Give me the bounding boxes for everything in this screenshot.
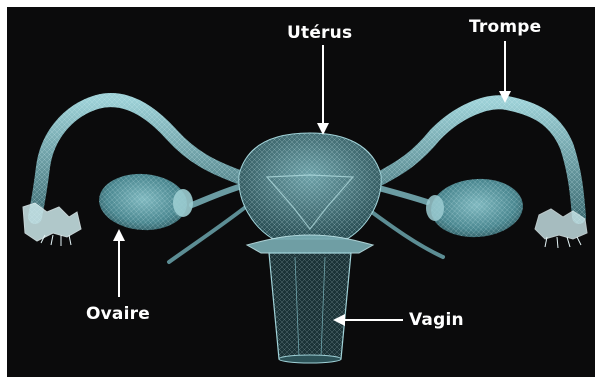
uterus-body: [239, 133, 381, 253]
right-ligament: [375, 187, 427, 202]
ovaire-label: Ovaire: [86, 304, 150, 324]
vagin-arrow: [333, 314, 403, 326]
uterus-arrow: [317, 45, 329, 135]
vagin-label: Vagin: [409, 310, 464, 330]
left-ligament: [192, 185, 245, 205]
left-fimbriae: [23, 203, 81, 246]
diagram-frame: Utérus Trompe Ovaire Vagin: [7, 7, 595, 377]
trompe-label: Trompe: [469, 17, 541, 37]
vagina: [269, 253, 351, 363]
right-fimbriae: [535, 209, 587, 248]
trompe-arrow: [499, 41, 511, 103]
right-ovary: [426, 176, 525, 240]
uterus-label: Utérus: [287, 23, 352, 43]
left-ovary: [97, 171, 193, 233]
ovaire-arrow: [113, 229, 125, 297]
